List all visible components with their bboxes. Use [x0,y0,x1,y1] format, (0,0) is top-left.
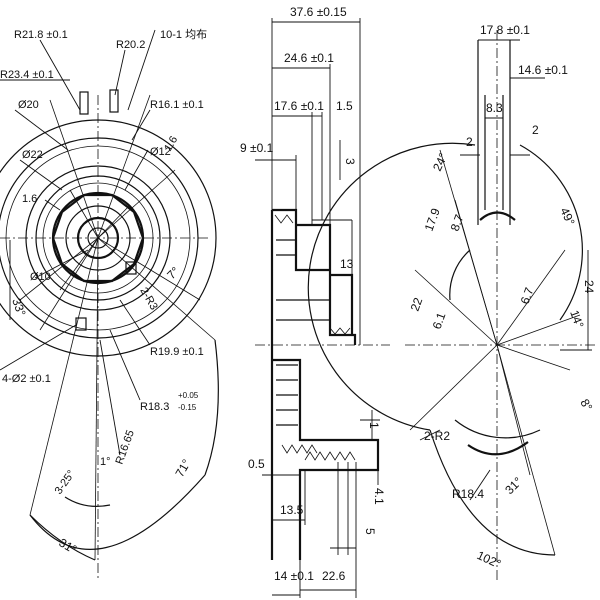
label-dia-22: Ø22 [22,149,43,161]
hatching [274,214,356,461]
label-r19-9: R19.9 ±0.1 [150,346,204,358]
label-5: 5 [363,528,377,535]
label-2-left: 2 [466,135,473,149]
decagon-outline [51,193,145,283]
bottom-notch-left [75,317,87,331]
label-r18-3: R18.3 [140,401,169,413]
label-17-6: 17.6 ±0.1 [274,99,324,113]
label-24: 24 [582,280,596,294]
inner-bottom-arc [454,419,541,439]
label-24-6: 24.6 ±0.1 [284,51,334,65]
label-8-7: 8.7 [448,212,467,233]
label-dia-10: Ø10 [30,271,51,283]
label-r16-1: R16.1 ±0.1 [150,99,204,111]
label-6-7: 6.7 [518,285,537,306]
inner-left-arc [449,249,471,301]
label-angle-31: 31° [57,535,80,556]
label-1-5: 1.5 [336,99,353,113]
label-22: 22 [408,295,426,313]
left-leaders [0,29,156,456]
label-2-right: 2 [532,123,539,137]
inner-features [276,239,330,426]
label-r16-65: R16.65 [114,429,137,466]
label-angle-24: 24° [430,151,450,174]
label-r20-2: R20.2 [116,39,145,51]
label-3: 3 [343,158,357,165]
label-r23-4: R23.4 ±0.1 [0,69,54,81]
label-tol-lower: -0.15 [178,403,197,412]
outer-circle [0,119,217,357]
label-14: 14 ±0.1 [274,569,314,583]
label-angle-71: 71° [172,457,193,480]
label-8-3: 8.3 [486,101,503,115]
right-dimension-lines [419,39,592,501]
left-view: R21.8 ±0.1 R20.2 10-1 均布 R23.4 ±0.1 Ø20 … [0,28,219,580]
circle-r4 [25,165,171,311]
label-14-6: 14.6 ±0.1 [518,63,568,77]
sector-arc-25 [64,496,111,507]
label-dia-20: Ø20 [18,99,39,111]
label-13-5: 13.5 [280,503,304,517]
radial-lines [19,94,216,561]
side-notch [125,261,137,275]
label-4-holes-dia-2: 4-Ø2 ±0.1 [2,373,51,385]
bottom-arc [467,441,529,456]
circle-r6 [42,182,154,294]
sector-arc-71 [204,339,219,476]
label-angle-1: 1° [100,456,111,468]
right-outer-arc-right [519,144,583,321]
label-17-9: 17.9 [422,206,443,233]
label-dia-12: Ø12 [150,146,171,158]
label-r18-4: R18.4 [452,487,484,501]
label-22-6: 22.6 [322,569,346,583]
label-13: 13 [340,257,354,271]
label-1-6-left: 1.6 [22,193,37,205]
top-notch-right [109,89,119,113]
label-37-6: 37.6 ±0.15 [290,5,347,19]
circle-r3 [5,145,191,331]
label-angle-31: 31° [502,474,525,497]
label-1: 1 [367,422,381,429]
label-angle-102: 102° [475,548,504,571]
label-angle-7: 7° [164,264,182,282]
top-slot-arc [479,211,516,221]
sector-arc-large [29,474,206,550]
label-2-r3: 2-R3 [137,286,159,313]
label-ten-equally-spaced: 10-1 均布 [160,28,207,41]
right-bottom-arc [429,429,556,556]
label-0-5: 0.5 [248,457,265,471]
top-slot [477,40,511,225]
label-angle-8: 8° [577,397,595,414]
label-angle-33: 33° [9,296,28,318]
right-radial-lines [409,149,581,556]
middle-view: 37.6 ±0.15 24.6 ±0.1 17.6 ±0.1 1.5 9 ±0.… [240,5,390,598]
top-notch-left [79,91,89,115]
label-2-r2: 2-R2 [424,429,450,443]
sector-arc-small [29,514,96,561]
label-17-8: 17.8 ±0.1 [480,23,530,37]
label-6-1: 6.1 [430,310,449,331]
label-4-1: 4.1 [372,488,386,505]
circle-r2 [0,137,199,339]
label-3-angle-25: 3-25° [53,468,78,497]
label-9: 9 ±0.1 [240,141,274,155]
middle-dimension-lines [255,18,380,598]
label-r21-8: R21.8 ±0.1 [14,29,68,41]
right-outer-arc-left [307,142,476,431]
label-angle-14: 14° [567,308,586,330]
circle-r5 [35,175,161,301]
label-tol-upper: +0.05 [178,391,199,400]
